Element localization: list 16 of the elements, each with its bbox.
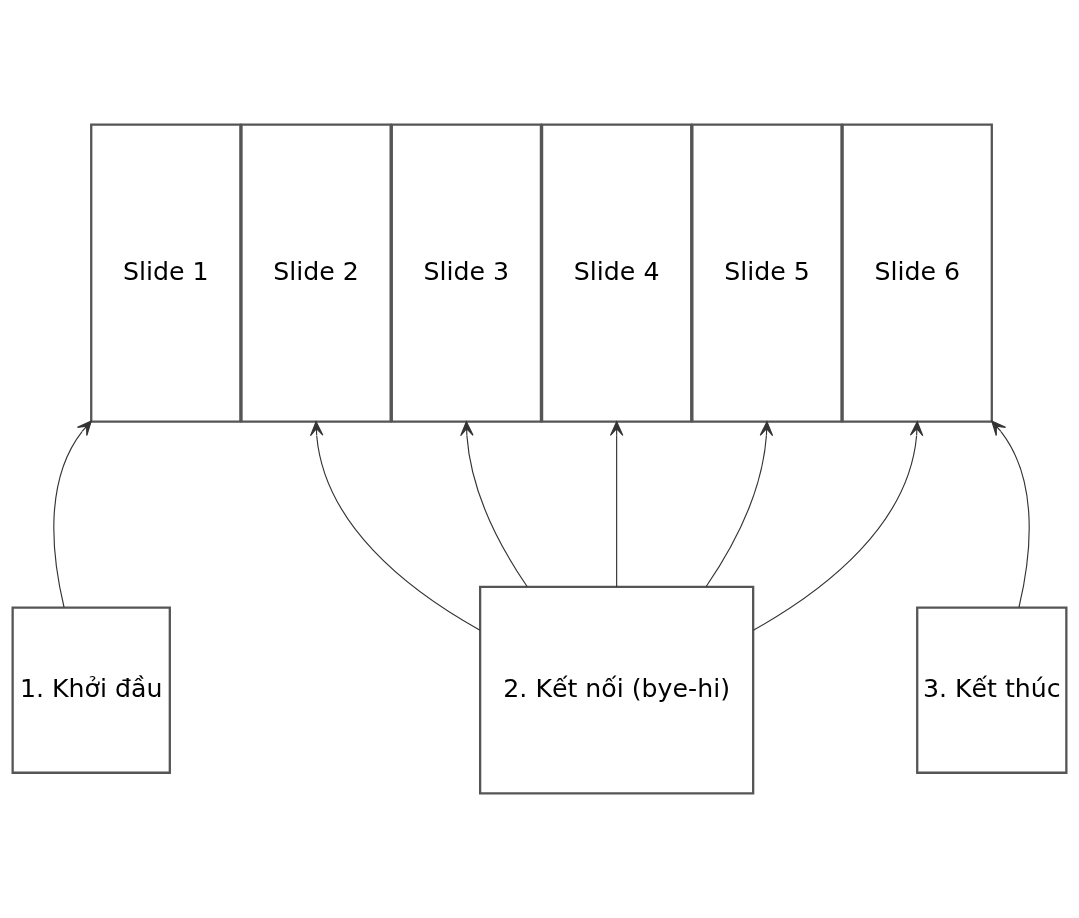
arrow bbox=[53, 420, 92, 608]
node-box: Slide 2 bbox=[240, 123, 392, 423]
node-box: Slide 6 bbox=[841, 123, 993, 423]
arrow bbox=[609, 421, 624, 588]
node-box: Slide 3 bbox=[390, 123, 543, 423]
node-box: Slide 4 bbox=[540, 123, 693, 423]
arrow bbox=[752, 421, 924, 631]
node-box: Slide 5 bbox=[691, 123, 843, 423]
node-box: 1. Khởi đầu bbox=[11, 606, 171, 774]
arrow bbox=[460, 421, 528, 588]
node-box: 3. Kết thúc bbox=[916, 606, 1068, 774]
arrow bbox=[309, 421, 481, 631]
arrow bbox=[991, 420, 1030, 608]
node-box: Slide 1 bbox=[90, 123, 242, 423]
arrow bbox=[705, 421, 774, 588]
node-box: 2. Kết nối (bye-hi) bbox=[479, 585, 755, 795]
